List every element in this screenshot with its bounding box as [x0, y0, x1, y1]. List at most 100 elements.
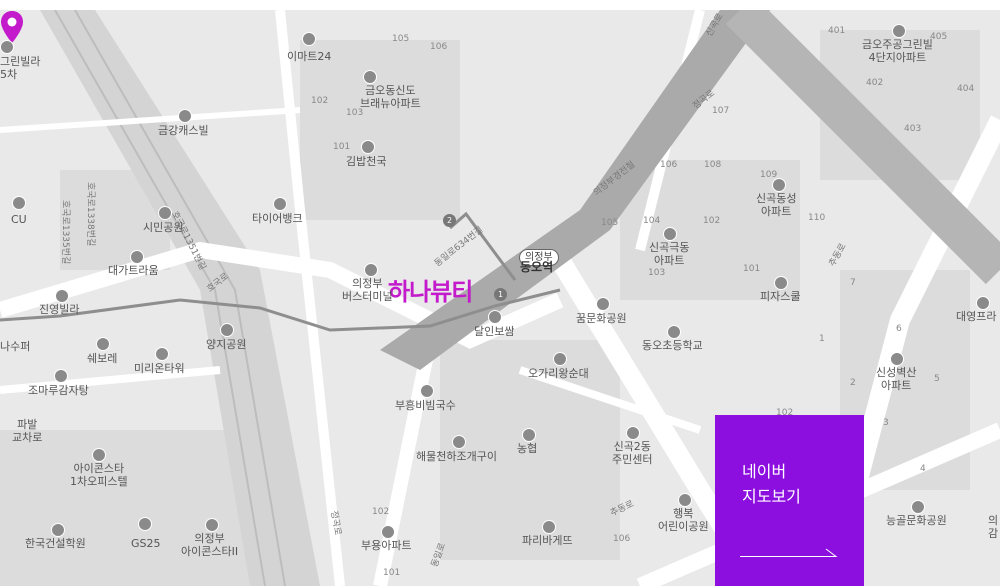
building-number: 401	[828, 26, 846, 36]
poi-label: 부흥비빔국수	[395, 399, 456, 412]
building-number: 405	[930, 32, 948, 42]
road-side	[0, 366, 221, 394]
poi-label: 진영빌라	[39, 303, 80, 316]
building-number: 105	[601, 218, 619, 228]
school-icon	[667, 325, 681, 339]
open-naver-map-button[interactable]: 네이버 지도보기	[715, 415, 864, 586]
building-number: 402	[866, 78, 884, 88]
building-icon	[155, 347, 169, 361]
building-number: 106	[660, 160, 678, 170]
public-office-icon	[626, 426, 640, 440]
park-icon	[158, 206, 172, 220]
building-number: 104	[643, 216, 661, 226]
poi-label: 금오주공그린빌 4단지아파트	[862, 38, 933, 65]
poi-label: 의정부 버스터미널	[342, 277, 393, 304]
poi-label: CU	[11, 213, 27, 226]
open-naver-map-label: 네이버 지도보기	[742, 462, 801, 506]
building-icon	[976, 296, 990, 310]
building-number: 403	[904, 124, 922, 134]
building-number: 102	[703, 216, 721, 226]
poi-label: 양지공원	[206, 338, 247, 351]
rail-corridor	[40, 10, 320, 586]
park-icon	[678, 493, 692, 507]
road-side	[0, 107, 301, 133]
road-side	[518, 366, 702, 434]
apartment-icon	[892, 24, 906, 38]
apartment-icon	[178, 109, 192, 123]
poi-label: 시민공원	[143, 221, 184, 234]
poi-label: 대가트라움	[108, 264, 159, 277]
park-icon	[911, 500, 925, 514]
station-name: 동오역	[520, 260, 554, 274]
river-channel	[725, 10, 1000, 285]
building-number: 105	[392, 34, 410, 44]
poi-label: 행복 어린이공원	[658, 507, 709, 534]
convenience-store-icon	[302, 32, 316, 46]
building-number: 108	[704, 160, 722, 170]
map-block	[0, 430, 250, 586]
poi-label: 의 감	[988, 514, 999, 541]
apartment-icon	[381, 525, 395, 539]
arrow-right-icon	[740, 548, 838, 557]
bakery-icon	[542, 520, 556, 534]
school-icon	[51, 523, 65, 537]
car-dealer-icon	[96, 337, 110, 351]
restaurant-icon	[54, 369, 68, 383]
poi-label: 타이어뱅크	[252, 212, 303, 225]
building-number: 110	[808, 213, 826, 223]
building-number: 102	[311, 96, 329, 106]
poi-label: 능골문화공원	[886, 514, 947, 527]
building-number: 103	[648, 268, 666, 278]
restaurant-icon	[420, 384, 434, 398]
rail-track	[54, 10, 266, 586]
building-number: 107	[712, 106, 730, 116]
apartment-icon	[55, 289, 69, 303]
poi-label: 동오초등학교	[642, 339, 703, 352]
apartment-icon	[772, 178, 786, 192]
restaurant-icon	[452, 435, 466, 449]
road-label: 호국로1335번길	[60, 200, 70, 265]
convenience-store-icon	[12, 196, 26, 210]
building-number: 2	[850, 378, 856, 388]
restaurant-icon	[774, 276, 788, 290]
poi-label: 오가리왕순대	[528, 367, 589, 380]
poi-label: 신곡동성 아파트	[756, 192, 797, 219]
building-number: 7	[850, 278, 856, 288]
poi-label: 농협	[517, 442, 538, 455]
building-number: 109	[760, 170, 778, 180]
building-number: 102	[372, 507, 390, 517]
rail-track	[74, 10, 286, 586]
poi-label: 신성벽산 아파트	[876, 366, 917, 393]
poi-label: 한국건설학원	[25, 537, 86, 550]
station-line-tag: 의정부	[519, 249, 559, 266]
poi-label: 이마트24	[287, 50, 332, 63]
poi-label: 그린빌라 5차	[0, 55, 41, 82]
road-label: 호국로1338번길	[85, 182, 95, 247]
station-exit-2: 2	[443, 214, 456, 227]
road-dongil	[373, 338, 437, 586]
apartment-icon	[130, 250, 144, 264]
elevated-rail	[380, 10, 770, 370]
poi-label: 나수퍼	[0, 340, 31, 353]
station-exit-1: 1	[494, 288, 507, 301]
poi-label: GS25	[131, 537, 161, 550]
poi-label: 해물천하조개구이	[416, 450, 497, 463]
poi-label: 금오동신도 브래뉴아파트	[360, 84, 421, 111]
poi-label: 김밥천국	[346, 155, 387, 168]
poi-label: 꿈문화공원	[576, 312, 627, 325]
map-canvas[interactable]: 하나뷰티 의정부 동오역 1 2 그린빌라 5차 이마트24 금오동신도 브래뉴…	[0, 10, 1000, 586]
convenience-store-icon	[138, 517, 152, 531]
location-pin-icon[interactable]	[0, 10, 24, 44]
park-icon	[596, 297, 610, 311]
poi-label: 대영프라	[956, 310, 997, 323]
poi-label: 금강캐스빌	[158, 124, 209, 137]
subway-line	[0, 288, 561, 332]
poi-label: 아이콘스타 1차오피스텔	[70, 462, 128, 489]
building-number: 103	[346, 108, 364, 118]
map-block	[300, 40, 460, 220]
marker-title: 하나뷰티	[388, 278, 473, 306]
building-number: 106	[613, 534, 631, 544]
building-number: 1	[819, 334, 825, 344]
building-number: 5	[934, 374, 940, 384]
apartment-icon	[890, 352, 904, 366]
